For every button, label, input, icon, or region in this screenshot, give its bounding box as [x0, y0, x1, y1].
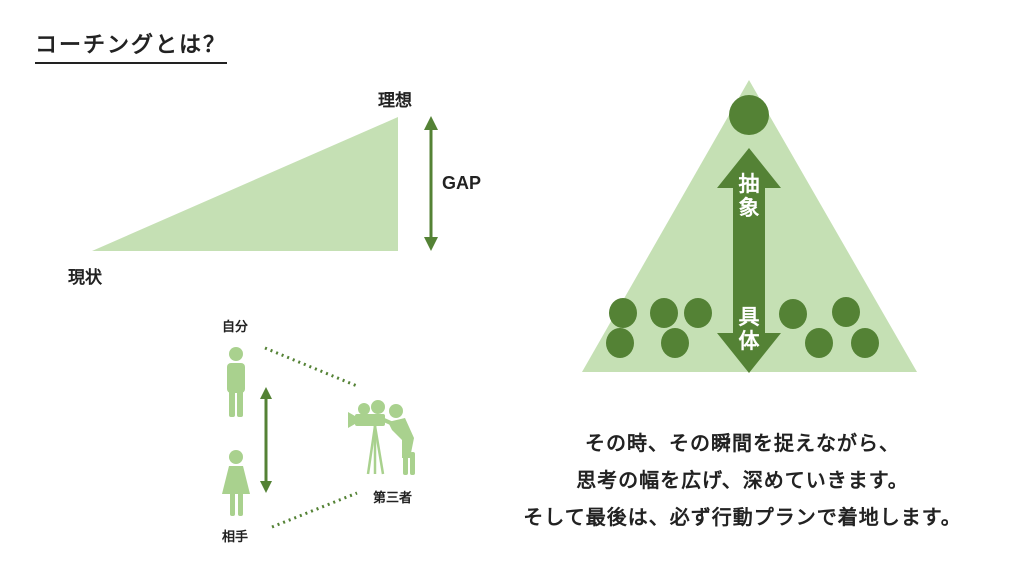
concrete-label: 具 体 [734, 305, 764, 353]
abstract-char: 象 [738, 196, 760, 220]
current-label: 現状 [68, 268, 102, 288]
caption: その時、その瞬間を捉えながら、 思考の幅を広げ、深めていきます。 そして最後は、… [470, 425, 1015, 536]
gap-label: GAP [442, 173, 482, 193]
caption-line: その時、その瞬間を捉えながら、 [585, 431, 900, 455]
partner-figure-icon [222, 450, 250, 516]
partner-label: 相手 [222, 530, 249, 545]
concrete-char: 具 [738, 305, 760, 329]
pyramid-top-circle [729, 95, 769, 135]
caption-line: 思考の幅を広げ、深めていきます。 [576, 468, 909, 492]
concrete-char: 体 [738, 329, 760, 353]
self-label: 自分 [222, 320, 249, 335]
self-figure-icon [227, 347, 245, 417]
third-party-label: 第三者 [373, 491, 413, 506]
ideal-label: 理想 [378, 91, 412, 111]
camera-operator-icon [348, 400, 415, 475]
abstract-concrete-arrow [717, 148, 781, 373]
dotted-line-upper [264, 346, 358, 388]
self-partner-arrow [260, 387, 272, 493]
page-title: コーチングとは？ [35, 32, 228, 64]
dotted-line-lower [271, 491, 358, 529]
gap-triangle [92, 117, 398, 251]
abstract-label: 抽 象 [734, 172, 764, 220]
abstract-char: 抽 [738, 172, 760, 196]
caption-line: そして最後は、必ず行動プランで着地します。 [523, 505, 962, 529]
gap-arrow [424, 116, 438, 251]
pyramid-bottom-circles [606, 297, 879, 358]
